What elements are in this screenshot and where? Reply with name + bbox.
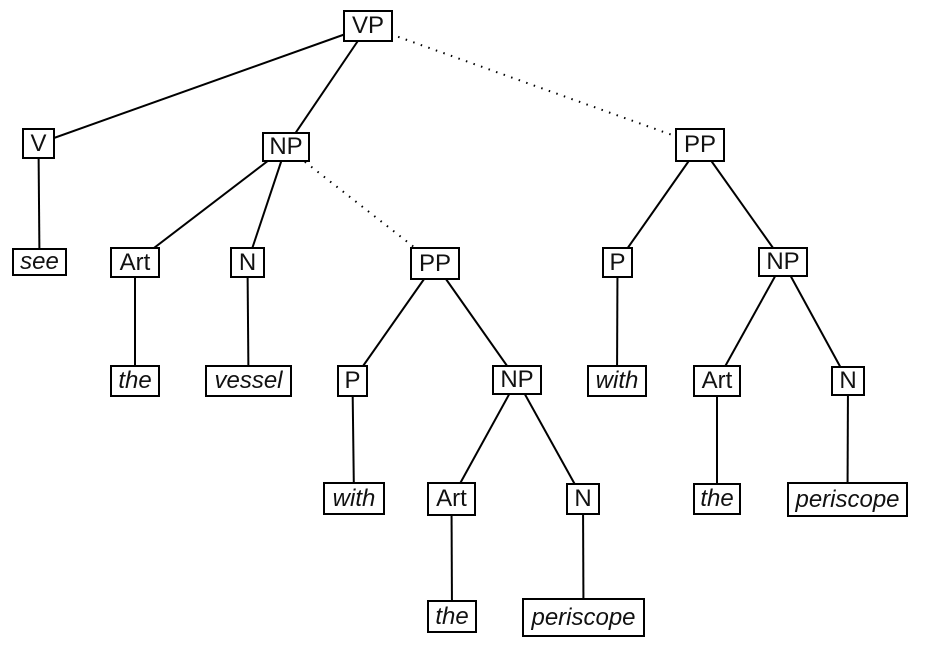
tree-edge-vp-v bbox=[38, 25, 369, 145]
tree-node-np-object: NP bbox=[262, 132, 310, 162]
tree-edge-pp-high-np-high bbox=[699, 144, 784, 263]
tree-node-pp-high: PP bbox=[675, 128, 725, 162]
tree-node-v: V bbox=[22, 128, 55, 159]
tree-edge-pp-low-p-low bbox=[351, 262, 436, 382]
tree-edge-np-low-art-low bbox=[450, 379, 518, 500]
tree-edge-np-high-art-high bbox=[716, 261, 784, 382]
tree-node-p-low: P bbox=[337, 365, 368, 397]
tree-edge-p-high-with-high bbox=[616, 262, 619, 382]
tree-node-np-high: NP bbox=[758, 247, 808, 277]
tree-leaf-the-object: the bbox=[110, 365, 160, 397]
tree-leaf-periscope-high: periscope bbox=[787, 482, 908, 517]
tree-node-p-high: P bbox=[602, 247, 633, 278]
tree-leaf-the-low: the bbox=[427, 600, 477, 633]
tree-edge-n-object-vessel bbox=[246, 262, 250, 382]
tree-leaf-with-high: with bbox=[587, 365, 647, 397]
tree-leaf-vessel: vessel bbox=[205, 365, 292, 397]
tree-edge-p-low-with-low bbox=[351, 380, 355, 499]
tree-leaf-the-high: the bbox=[693, 483, 741, 515]
tree-node-np-low: NP bbox=[492, 365, 542, 395]
tree-edge-np-object-n-object bbox=[246, 146, 287, 263]
tree-node-vp: VP bbox=[343, 10, 393, 42]
tree-node-n-object: N bbox=[230, 247, 265, 278]
tree-edge-n-low-periscope-low bbox=[582, 498, 585, 618]
tree-edge-vp-np-object bbox=[285, 25, 369, 148]
tree-node-n-low: N bbox=[566, 483, 600, 515]
tree-edge-pp-low-np-low bbox=[434, 262, 518, 381]
tree-edge-art-low-the-low bbox=[450, 498, 453, 617]
tree-edge-np-high-n-high bbox=[782, 261, 849, 382]
tree-node-art-low: Art bbox=[427, 482, 476, 516]
tree-edge-v-see bbox=[37, 143, 41, 263]
tree-node-n-high: N bbox=[831, 366, 865, 396]
tree-node-art-high: Art bbox=[693, 365, 741, 397]
tree-leaf-with-low: with bbox=[323, 482, 385, 515]
tree-node-art-object: Art bbox=[110, 247, 160, 278]
tree-edge-np-object-art-object bbox=[134, 146, 287, 264]
tree-leaf-see: see bbox=[12, 248, 67, 276]
tree-node-pp-low: PP bbox=[410, 247, 460, 280]
tree-edge-pp-high-p-high bbox=[616, 144, 701, 264]
tree-edge-n-high-periscope-high bbox=[846, 380, 849, 500]
tree-edge-np-low-n-low bbox=[516, 379, 584, 500]
tree-edge-vp-pp-high-dotted bbox=[367, 25, 701, 146]
tree-leaf-periscope-low: periscope bbox=[522, 598, 645, 637]
